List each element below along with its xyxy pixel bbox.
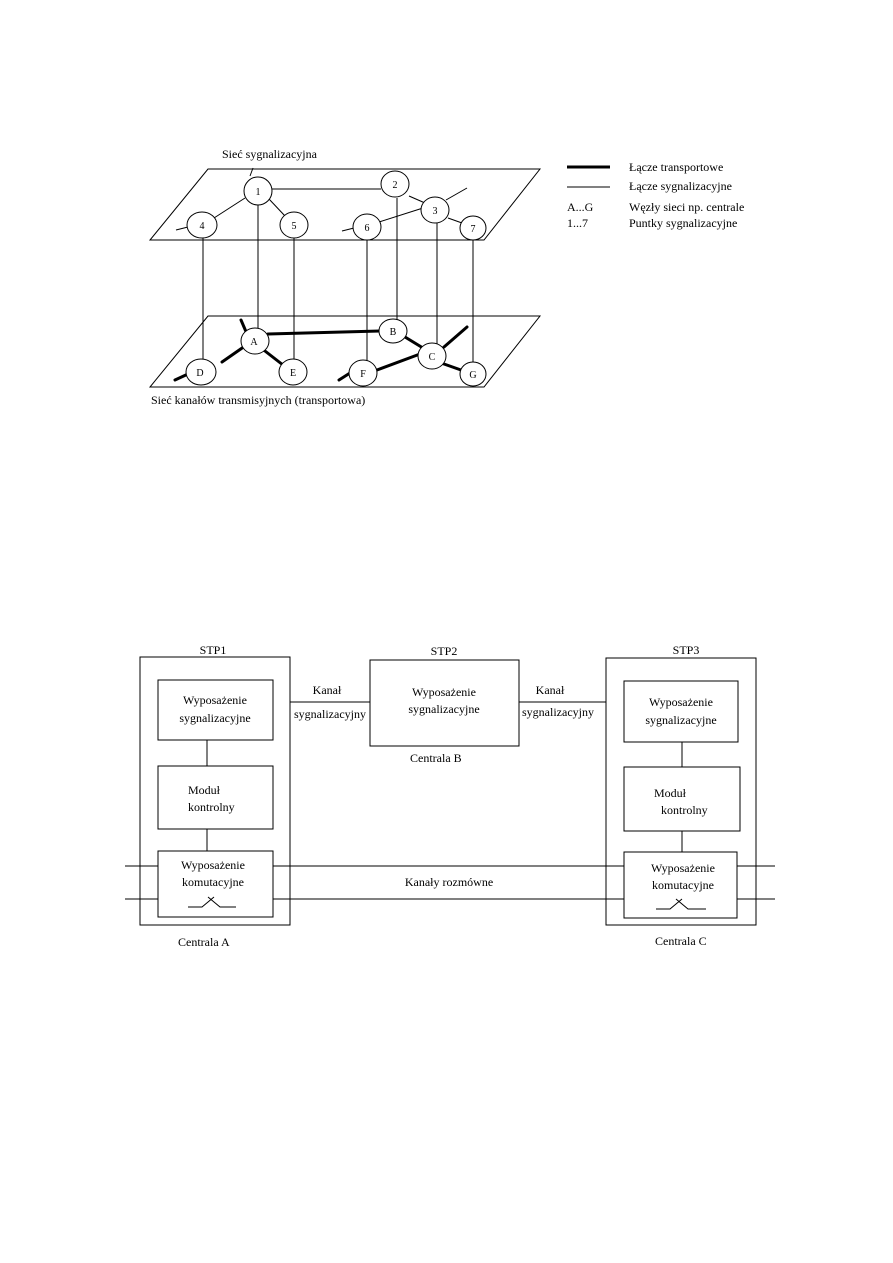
speech-channels (125, 865, 775, 900)
legend-points-key: 1...7 (567, 216, 588, 230)
signaling-equipment-a-line2: sygnalizacyjne (179, 711, 250, 725)
svg-text:3: 3 (433, 206, 438, 217)
switching-equipment-a-line1: Wyposażenie (181, 858, 245, 872)
signaling-links (175, 167, 468, 232)
stp2-label: STP2 (431, 644, 458, 658)
exchange-diagram: STP1 Wyposażenie sygnalizacyjne Moduł ko… (125, 643, 775, 949)
signaling-equipment-c-line1: Wyposażenie (649, 695, 713, 709)
svg-text:7: 7 (471, 224, 476, 235)
svg-text:F: F (360, 369, 366, 380)
legend-transport-label: Łącze transportowe (629, 160, 723, 174)
signaling-point-6: 6 (352, 213, 382, 241)
control-module-a (157, 765, 274, 830)
switching-equipment-a (157, 850, 274, 918)
svg-text:B: B (390, 327, 397, 338)
signaling-equipment-a (157, 679, 274, 741)
network-node-A: A (240, 327, 270, 355)
exchange-c-frame (605, 657, 757, 926)
legend: Łącze transportowe Łącze sygnalizacyjne … (567, 160, 744, 230)
svg-text:E: E (290, 368, 296, 379)
network-node-E: E (278, 358, 308, 386)
signaling-equipment-b-line1: Wyposażenie (412, 685, 476, 699)
transport-links (173, 318, 469, 382)
exchange-c-label: Centrala C (655, 934, 707, 948)
transport-plane-label: Sieć kanałów transmisyjnych (transportow… (151, 393, 365, 407)
svg-text:G: G (469, 370, 476, 381)
exchange-a-label: Centrala A (178, 935, 230, 949)
svg-text:4: 4 (200, 221, 205, 232)
svg-text:A: A (250, 337, 258, 348)
signaling-equipment-a-line1: Wyposażenie (183, 693, 247, 707)
stp3-label: STP3 (673, 643, 700, 657)
switch-icon (188, 896, 236, 908)
network-node-D: D (185, 358, 217, 386)
signaling-point-5: 5 (279, 211, 309, 239)
svg-text:1: 1 (256, 187, 261, 198)
legend-nodes-key: A...G (567, 200, 594, 214)
control-module-c-line2: kontrolny (661, 803, 708, 817)
network-node-G: G (459, 361, 487, 387)
control-module-a-line2: kontrolny (188, 800, 235, 814)
svg-text:6: 6 (365, 223, 370, 234)
network-diagram: 1 2 3 4 5 6 7 A (148, 147, 744, 407)
svg-text:C: C (429, 352, 436, 363)
switching-equipment-c-line1: Wyposażenie (651, 861, 715, 875)
channel-left-line1: Kanał (313, 683, 342, 697)
control-module-a-line1: Moduł (188, 783, 221, 797)
inter-plane-links (202, 198, 474, 366)
switching-equipment-c-line2: komutacyjne (652, 878, 714, 892)
exchange-a: STP1 Wyposażenie sygnalizacyjne Moduł ko… (139, 643, 291, 949)
network-node-B: B (378, 318, 408, 344)
exchange-c: STP3 Wyposażenie sygnalizacyjne Moduł ko… (605, 643, 757, 948)
network-node-F: F (348, 359, 378, 387)
signaling-equipment-c (623, 680, 739, 743)
stp1-label: STP1 (200, 643, 227, 657)
legend-points-desc: Puntky sygnalizacyjne (629, 216, 737, 230)
signaling-point-2: 2 (380, 170, 410, 198)
switch-icon (656, 898, 706, 910)
signaling-plane-label: Sieć sygnalizacyjna (222, 147, 318, 161)
control-module-c-line1: Moduł (654, 786, 687, 800)
signaling-equipment-c-line2: sygnalizacyjne (645, 713, 716, 727)
signaling-plane (148, 168, 542, 241)
signaling-equipment-b (369, 659, 520, 747)
svg-text:2: 2 (393, 180, 398, 191)
transport-plane (148, 315, 542, 388)
channel-right-line1: Kanał (536, 683, 565, 697)
channel-right-line2: sygnalizacyjny (522, 705, 594, 719)
svg-text:5: 5 (292, 221, 297, 232)
signaling-point-7: 7 (459, 215, 487, 241)
signaling-point-1: 1 (243, 176, 273, 206)
exchange-b: STP2 Wyposażenie sygnalizacyjne Centrala… (369, 644, 520, 765)
signaling-equipment-b-line2: sygnalizacyjne (408, 702, 479, 716)
speech-channels-label: Kanały rozmówne (405, 875, 493, 889)
switching-equipment-c (623, 851, 738, 919)
signaling-point-4: 4 (186, 211, 218, 239)
network-node-C: C (417, 342, 447, 370)
exchange-b-label: Centrala B (410, 751, 462, 765)
channel-left-line2: sygnalizacyjny (294, 707, 366, 721)
svg-text:D: D (196, 368, 203, 379)
legend-nodes-desc: Węzły sieci np. centrale (629, 200, 744, 214)
legend-signaling-label: Łącze sygnalizacyjne (629, 179, 732, 193)
exchange-a-frame (139, 656, 291, 926)
signaling-point-3: 3 (420, 196, 450, 224)
switching-equipment-a-line2: komutacyjne (182, 875, 244, 889)
